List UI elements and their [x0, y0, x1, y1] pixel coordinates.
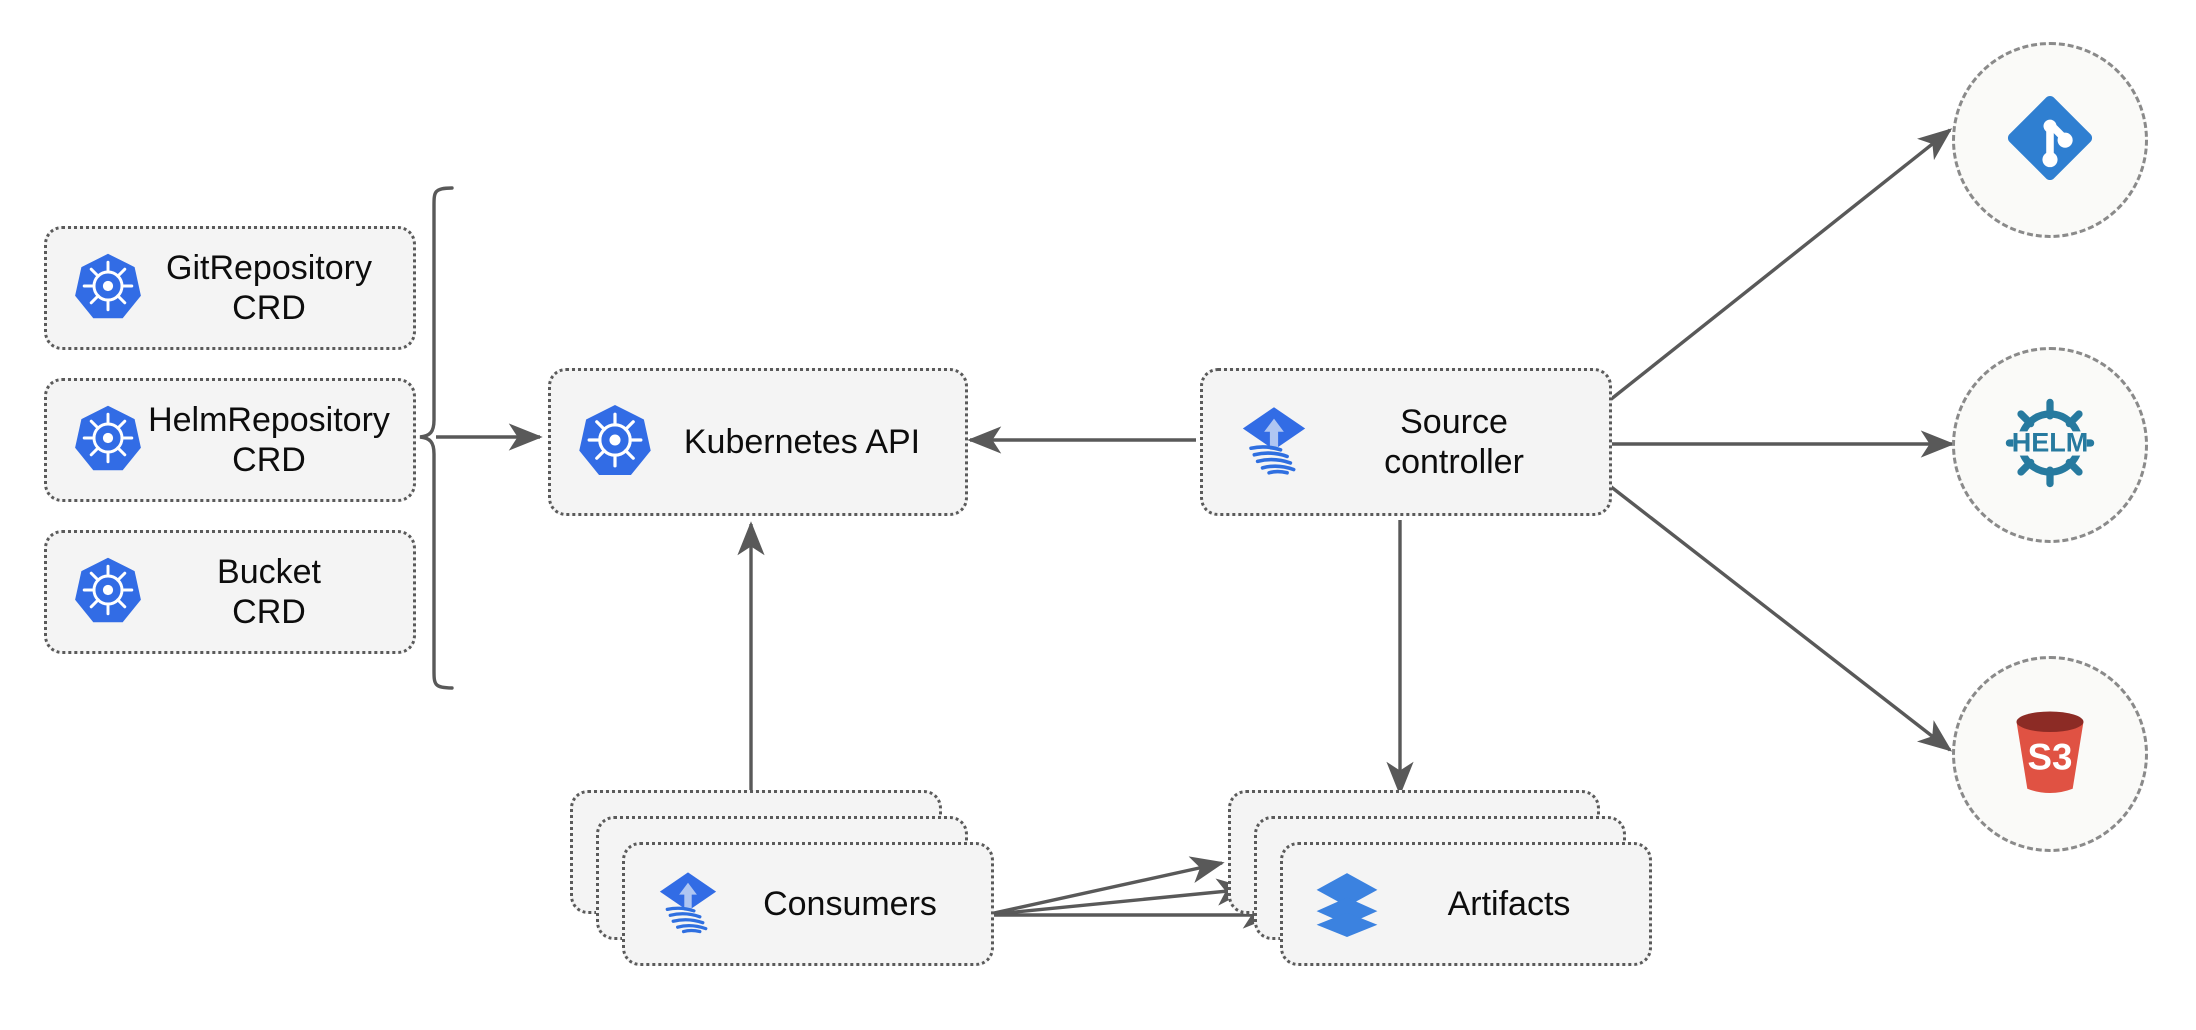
crd-card-inner: GitRepository CRD — [47, 229, 413, 347]
edge-source-controller-to-s3 — [1608, 484, 1953, 752]
node-label: Kubernetes API — [683, 422, 921, 461]
source-circle-helm[interactable]: HELM — [1952, 347, 2148, 543]
node-inner: Kubernetes API — [551, 371, 965, 513]
git-icon — [1996, 84, 2104, 197]
crd-label: HelmRepository CRD — [148, 400, 390, 479]
artifacts-layer-front[interactable]: Artifacts — [1280, 842, 1652, 966]
edge-consumers-to-artifacts-2 — [984, 878, 1251, 917]
crd-group-brace — [419, 186, 454, 690]
node-source-controller[interactable]: Source controller — [1200, 368, 1612, 516]
flux-icon — [1233, 399, 1315, 486]
s3-label: S3 — [2028, 736, 2073, 777]
node-label: Source controller — [1384, 402, 1524, 481]
node-label: Artifacts — [1447, 884, 1571, 923]
s3-icon: S3 — [1996, 698, 2104, 811]
crd-card-inner: HelmRepository CRD — [47, 381, 413, 499]
node-inner: Source controller — [1203, 371, 1609, 513]
node-artifacts[interactable]: Artifacts — [1228, 790, 1668, 980]
kubernetes-icon — [73, 403, 143, 478]
edge-source-controller-to-git — [1608, 128, 1953, 402]
kubernetes-icon — [73, 555, 143, 630]
edge-consumers-to-artifacts-1 — [984, 856, 1225, 917]
consumers-layer-front[interactable]: Consumers — [622, 842, 994, 966]
helm-icon: HELM — [1992, 385, 2108, 506]
crd-label: GitRepository CRD — [166, 248, 372, 327]
kubernetes-icon — [577, 402, 653, 483]
crd-card-gitrepository[interactable]: GitRepository CRD — [44, 226, 416, 350]
node-label: Consumers — [763, 884, 937, 923]
crd-card-bucket[interactable]: Bucket CRD — [44, 530, 416, 654]
crd-label: Bucket CRD — [217, 552, 321, 631]
crd-card-helmrepository[interactable]: HelmRepository CRD — [44, 378, 416, 502]
helm-label: HELM — [2012, 427, 2089, 457]
layers-icon — [1309, 864, 1385, 945]
node-consumers[interactable]: Consumers — [570, 790, 1010, 980]
kubernetes-icon — [73, 251, 143, 326]
node-kubernetes-api[interactable]: Kubernetes API — [548, 368, 968, 516]
flux-icon — [651, 865, 725, 944]
source-circle-s3[interactable]: S3 — [1952, 656, 2148, 852]
source-circle-git[interactable] — [1952, 42, 2148, 238]
crd-card-inner: Bucket CRD — [47, 533, 413, 651]
